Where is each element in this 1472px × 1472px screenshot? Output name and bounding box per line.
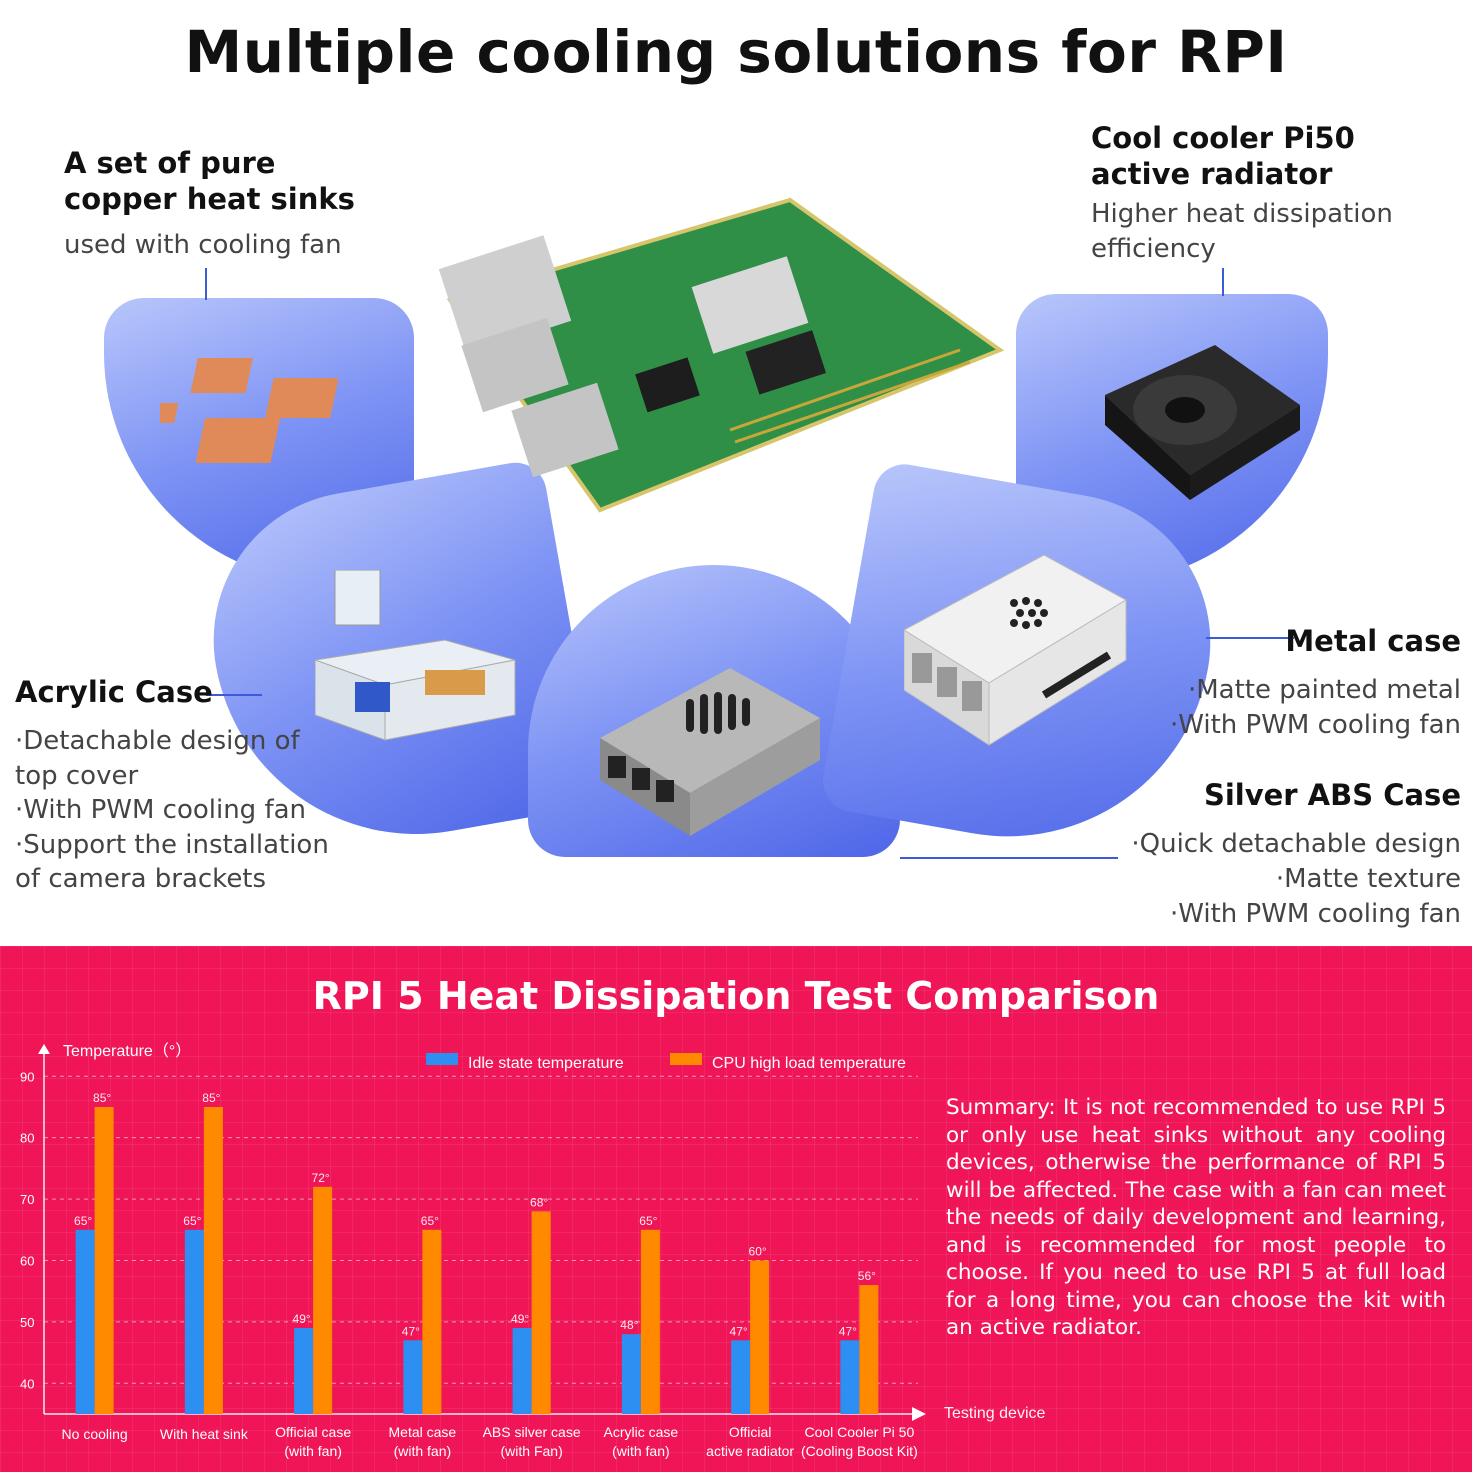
x-tick-label: ABS silver case	[483, 1424, 581, 1440]
metal-title: Metal case	[1285, 624, 1461, 658]
pi50-subtitle: Higher heat dissipation efficiency	[1091, 199, 1393, 264]
pi50-title: Cool cooler Pi50 active radiator	[1091, 121, 1355, 191]
acrylic-leader-line	[206, 694, 262, 696]
silver-abs-subtitle: ·Quick detachable design ·Matte texture …	[1131, 829, 1461, 929]
x-tick-label: (with fan)	[394, 1443, 452, 1459]
heat-sink-title: A set of pure copper heat sinks	[64, 146, 355, 216]
copper-heat-sink-image	[160, 358, 339, 463]
y-tick-label: 60	[20, 1253, 34, 1268]
idle-bar	[621, 1334, 641, 1414]
metal-subtitle: ·Matte painted metal ·With PWM cooling f…	[1169, 675, 1461, 740]
x-tick-label: Cool Cooler Pi 50	[805, 1424, 915, 1440]
silver-abs-leader-line	[900, 857, 1118, 859]
legend-swatch	[426, 1053, 458, 1065]
chart-title: RPI 5 Heat Dissipation Test Comparison	[312, 974, 1160, 1018]
chart-section: RPI 5 Heat Dissipation Test Comparison 4…	[0, 946, 1472, 1472]
product-section: Multiple cooling solutions for RPI	[15, 18, 1461, 929]
data-label: 65°	[183, 1214, 201, 1228]
idle-bar	[294, 1328, 314, 1414]
idle-bar	[731, 1340, 751, 1414]
data-label: 49°	[511, 1312, 529, 1326]
x-tick-label: Official case	[275, 1424, 351, 1440]
data-label: 47°	[730, 1324, 748, 1338]
x-tick-label: With heat sink	[160, 1426, 249, 1442]
heat-sink-leader-line	[205, 268, 207, 300]
data-label: 48°	[620, 1318, 638, 1332]
x-tick-label: Metal case	[389, 1424, 457, 1440]
x-tick-label: (with fan)	[612, 1443, 670, 1459]
data-label: 47°	[839, 1324, 857, 1338]
x-tick-label: No cooling	[62, 1426, 128, 1442]
data-label: 65°	[74, 1214, 92, 1228]
load-bar	[750, 1260, 770, 1414]
y-tick-label: 50	[20, 1315, 34, 1330]
idle-bar	[184, 1229, 204, 1414]
x-tick-label: active radiator	[706, 1443, 794, 1459]
acrylic-title: Acrylic Case	[15, 675, 213, 709]
y-axis-arrow-icon	[38, 1044, 50, 1054]
data-label: 49°	[293, 1312, 311, 1326]
load-bar	[313, 1186, 333, 1414]
data-label: 72°	[312, 1171, 330, 1185]
pi50-leader-line	[1222, 268, 1224, 296]
heat-sink-subtitle: used with cooling fan	[64, 230, 342, 260]
data-label: 47°	[402, 1324, 420, 1338]
data-label: 60°	[749, 1244, 767, 1258]
acrylic-case-image	[315, 570, 516, 741]
page-title: Multiple cooling solutions for RPI	[184, 18, 1288, 86]
bar-chart: 40 50 60 70 80 90 Temperature（°） Testing device…	[20, 1042, 1045, 1459]
y-tick-label: 70	[20, 1192, 34, 1207]
x-axis-arrow-icon	[912, 1407, 926, 1421]
load-bar	[531, 1211, 551, 1414]
silver-abs-title: Silver ABS Case	[1203, 778, 1461, 812]
x-tick-label: Official	[729, 1424, 772, 1440]
data-label: 65°	[639, 1214, 657, 1228]
x-tick-label: Acrylic case	[604, 1424, 679, 1440]
x-tick-label: (Cooling Boost Kit)	[801, 1443, 918, 1459]
x-tick-label: (with Fan)	[501, 1443, 563, 1459]
x-tick-label: (with fan)	[284, 1443, 342, 1459]
load-bar	[203, 1106, 223, 1414]
data-label: 65°	[421, 1214, 439, 1228]
load-bar	[859, 1285, 879, 1414]
raspberry-pi-board-image	[438, 197, 1005, 513]
y-tick-label: 40	[20, 1376, 34, 1391]
legend-swatch	[670, 1053, 702, 1065]
metal-leader-line	[1206, 637, 1294, 639]
load-bar	[422, 1229, 442, 1414]
legend-label: CPU high load temperature	[712, 1055, 906, 1072]
data-label: 56°	[858, 1269, 876, 1283]
official-case-image	[600, 668, 820, 836]
pi50-fan-cooler-image	[1105, 345, 1300, 500]
data-label: 85°	[93, 1091, 111, 1105]
idle-bar	[75, 1229, 95, 1414]
summary-text: Summary: It is not recommended to use RP…	[946, 1095, 1446, 1340]
idle-bar	[840, 1340, 860, 1414]
y-axis-label: Temperature（°）	[63, 1042, 191, 1060]
load-bar	[640, 1229, 660, 1414]
load-bar	[94, 1106, 114, 1414]
acrylic-subtitle: ·Detachable design of top cover ·With PW…	[15, 726, 329, 894]
x-axis-label: Testing device	[944, 1405, 1045, 1422]
data-label: 85°	[202, 1091, 220, 1105]
y-tick-label: 90	[20, 1069, 34, 1084]
y-tick-label: 80	[20, 1131, 34, 1146]
data-label: 68°	[530, 1195, 548, 1209]
idle-bar	[512, 1328, 532, 1414]
legend-label: Idle state temperature	[468, 1055, 624, 1072]
metal-case-image	[904, 555, 1128, 746]
idle-bar	[403, 1340, 423, 1414]
